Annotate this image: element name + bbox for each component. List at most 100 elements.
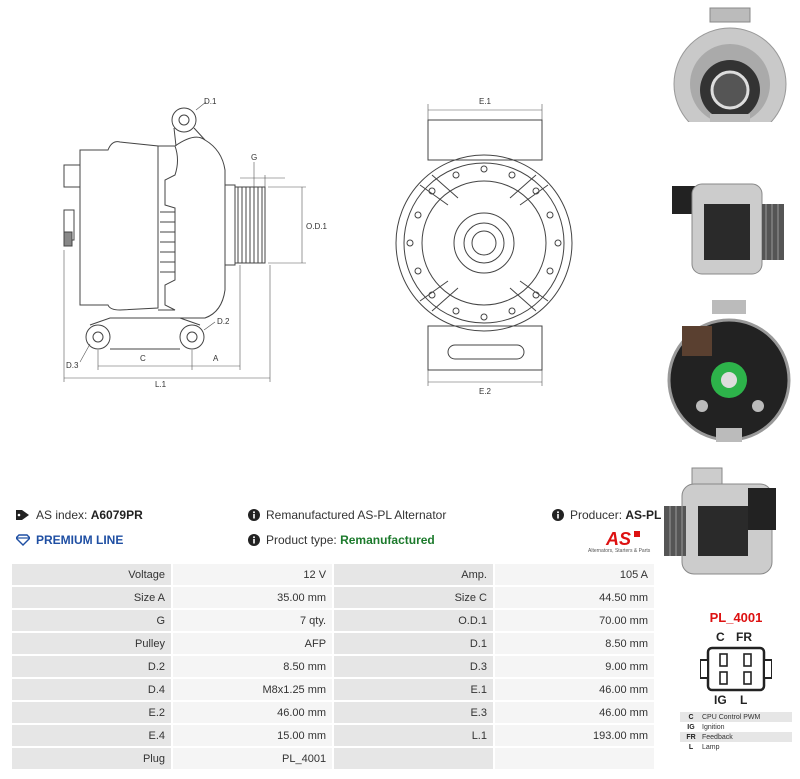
- legend-row: C CPU Control PWM: [680, 712, 792, 722]
- photo-front[interactable]: [662, 4, 796, 122]
- plug-title: PL_4001: [709, 610, 763, 625]
- spec-label: Plug: [12, 748, 171, 769]
- label-g: G: [251, 153, 257, 162]
- legend-key: C: [688, 713, 694, 721]
- label-e1: E.1: [479, 97, 492, 106]
- info-icon: [248, 534, 260, 546]
- as-index-value: A6079PR: [90, 508, 143, 522]
- pin-label-l: L: [740, 693, 748, 707]
- legend-row: L Lamp: [680, 742, 792, 752]
- spec-value: 193.00 mm: [494, 725, 654, 746]
- legend-desc: Lamp: [702, 743, 720, 751]
- spec-label: O.D.1: [334, 610, 493, 631]
- spec-value: 7 qty.: [173, 610, 333, 631]
- product-type: Product type: Remanufactured: [248, 533, 435, 547]
- spec-value: 44.50 mm: [494, 587, 654, 608]
- as-index-label: AS index:: [36, 508, 88, 522]
- description-text: Remanufactured AS-PL Alternator: [266, 508, 447, 522]
- spec-value: PL_4001: [173, 748, 333, 769]
- spec-value: 8.50 mm: [494, 633, 654, 654]
- spec-value: 70.00 mm: [494, 610, 654, 631]
- front-view: [395, 119, 573, 371]
- spec-value: 35.00 mm: [173, 587, 333, 608]
- spec-label: D.1: [334, 633, 493, 654]
- spec-value: [494, 748, 654, 769]
- spec-value: AFP: [173, 633, 333, 654]
- pin-label-ig: IG: [714, 693, 727, 707]
- spec-value: 15.00 mm: [173, 725, 333, 746]
- spec-label: G: [12, 610, 171, 631]
- technical-drawing: D.1 G O.D.1 D.2 D.3 C A L.1 E.1 E.2: [63, 97, 573, 396]
- product-type-label: Product type:: [266, 533, 337, 547]
- label-c: C: [140, 354, 146, 363]
- pin-label-c: C: [716, 630, 725, 644]
- info-icon: [248, 509, 260, 521]
- spec-label: Size C: [334, 587, 493, 608]
- legend-key: L: [688, 743, 694, 751]
- as-index: AS index: A6079PR: [16, 508, 143, 522]
- spec-value: 46.00 mm: [494, 702, 654, 723]
- pin-label-fr: FR: [736, 630, 752, 644]
- spec-value: 46.00 mm: [173, 702, 333, 723]
- spec-value: 9.00 mm: [494, 656, 654, 677]
- photo-angle[interactable]: [662, 466, 796, 586]
- spec-value: 8.50 mm: [173, 656, 333, 677]
- spec-label: E.2: [12, 702, 171, 723]
- product-info: AS index: A6079PR PREMIUM LINE Remanufac…: [14, 506, 661, 556]
- label-d1: D.1: [204, 97, 217, 106]
- spec-label: E.4: [12, 725, 171, 746]
- label-a: A: [213, 354, 219, 363]
- description: Remanufactured AS-PL Alternator: [248, 508, 446, 522]
- spec-label: Amp.: [334, 564, 493, 585]
- spec-label: E.3: [334, 702, 493, 723]
- tag-icon: [16, 510, 29, 520]
- spec-label: Size A: [12, 587, 171, 608]
- producer-value: AS-PL: [625, 508, 662, 522]
- photo-rear[interactable]: [662, 294, 796, 444]
- label-l1: L.1: [155, 380, 167, 389]
- producer: Producer: AS-PL: [552, 508, 661, 522]
- legend-desc: CPU Control PWM: [702, 713, 761, 721]
- premium-line-label: PREMIUM LINE: [36, 533, 124, 547]
- plug-connector-icon: [700, 646, 772, 692]
- logo-subtitle: Alternators, Starters & Parts: [588, 548, 651, 554]
- spec-label: Pulley: [12, 633, 171, 654]
- label-d2: D.2: [217, 317, 230, 326]
- spec-value: 12 V: [173, 564, 333, 585]
- label-od1: O.D.1: [306, 222, 327, 231]
- label-d3: D.3: [66, 361, 79, 370]
- producer-label: Producer:: [570, 508, 623, 522]
- spec-value: 46.00 mm: [494, 679, 654, 700]
- as-logo: AS: [605, 529, 640, 549]
- premium-line: PREMIUM LINE: [16, 533, 123, 547]
- info-icon: [552, 509, 564, 521]
- label-e2: E.2: [479, 387, 492, 396]
- spec-label: L.1: [334, 725, 493, 746]
- spec-label: Voltage: [12, 564, 171, 585]
- spec-value: 105 A: [494, 564, 654, 585]
- side-view: [63, 107, 266, 350]
- diamond-icon: [16, 534, 30, 546]
- product-type-value: Remanufactured: [340, 533, 435, 547]
- legend-desc: Feedback: [702, 733, 733, 741]
- spec-label: D.3: [334, 656, 493, 677]
- legend-desc: Ignition: [702, 723, 725, 731]
- spec-label: D.4: [12, 679, 171, 700]
- spec-label: D.2: [12, 656, 171, 677]
- photo-side[interactable]: [662, 174, 796, 284]
- logo-text: AS: [605, 529, 631, 549]
- spec-value: M8x1.25 mm: [173, 679, 333, 700]
